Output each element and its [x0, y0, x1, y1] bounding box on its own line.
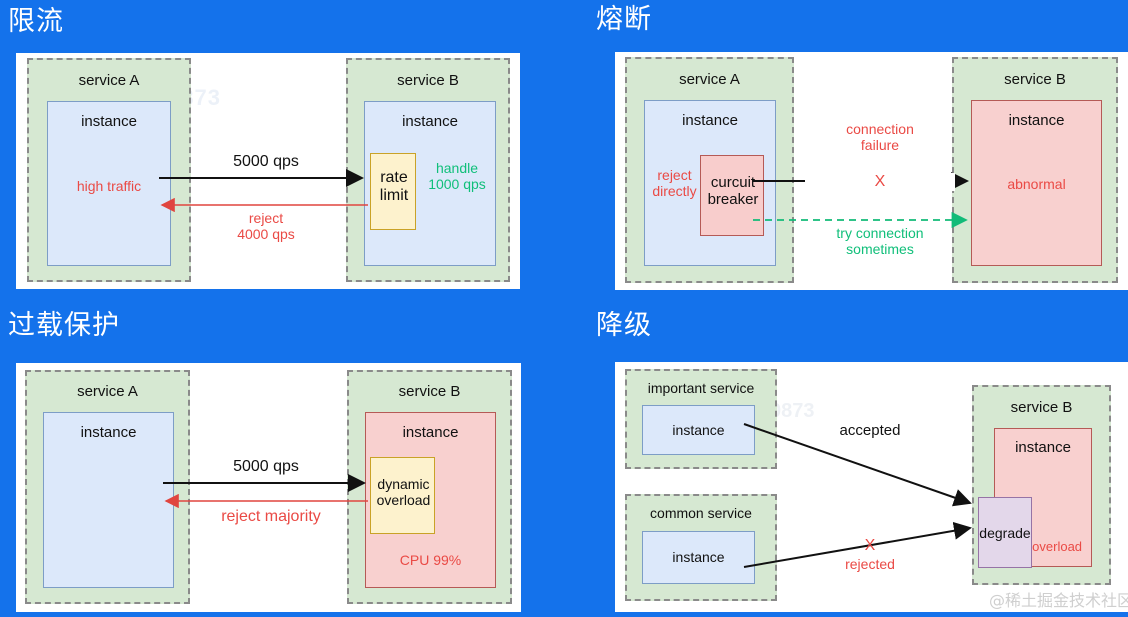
service-a-label: service A	[679, 71, 740, 88]
diagram-panel-circuit-breaking: service A instance reject directly curcu…	[615, 52, 1128, 290]
service-b-label: service B	[398, 383, 461, 400]
try-connection-line2: sometimes	[846, 240, 914, 257]
important-service-container: important service instance	[625, 369, 777, 469]
service-a-container: service A instance reject directly curcu…	[625, 57, 794, 283]
diagram-panel-overload-protection: service A instance service B instance CP…	[16, 363, 521, 612]
degrade-box: degrade	[978, 497, 1032, 568]
reject-line1: reject	[248, 210, 284, 226]
quadrant-circuit-breaking: 熔断 service A instance reject directly cu…	[564, 0, 1128, 300]
service-b-instance-note: abnormal	[1007, 176, 1066, 192]
arrow-label-reject: reject 4000 qps	[186, 210, 346, 242]
common-service-label: common service	[650, 505, 752, 521]
service-b-instance-label: instance	[1008, 112, 1065, 129]
handle-note-line1: handle	[435, 160, 479, 176]
service-a-instance: instance high traffic	[47, 101, 171, 266]
service-b-instance-label: instance	[402, 113, 458, 130]
arrows-overload-protection	[163, 474, 368, 509]
service-b-container: service B instance high overload degrade	[972, 385, 1111, 585]
quadrant-overload-protection: 过载保护 service A instance service B instan…	[0, 300, 564, 617]
circuit-breaker-box: curcuit breaker	[700, 155, 764, 236]
service-b-label: service B	[1004, 71, 1066, 88]
common-service-instance-label: instance	[672, 549, 725, 565]
common-service-instance: instance	[642, 531, 755, 584]
try-connection-label: try connection sometimes	[795, 225, 965, 257]
rate-limit-line2: limit	[379, 186, 409, 204]
service-a-container: service A instance	[25, 370, 190, 604]
diagram-panel-rate-limiting: 0873 service A instance high traffic ser…	[16, 53, 520, 289]
diagram-panel-degradation: 0873 important service instance common s…	[615, 362, 1128, 612]
arrow-label-5000qps: 5000 qps	[233, 153, 299, 170]
quadrant-degradation: 降级 0873 important service instance commo…	[564, 300, 1128, 617]
rejected-x-marker: X	[864, 537, 876, 554]
rate-limit-box: rate limit	[370, 153, 416, 230]
reject-directly-line1: reject	[657, 167, 692, 183]
faint-watermark: 0873	[770, 400, 815, 422]
connection-failure-line2: failure	[860, 136, 900, 153]
handle-note: handle 1000 qps	[421, 160, 493, 192]
site-watermark: @稀土掘金技术社区	[989, 591, 1128, 610]
handle-note-line2: 1000 qps	[428, 175, 486, 192]
service-b-label: service B	[397, 72, 459, 89]
reject-directly-line2: directly	[652, 182, 697, 199]
circuit-breaker-text: curcuit breaker	[701, 174, 765, 209]
reject-line2: 4000 qps	[237, 225, 295, 242]
service-b-instance-label: instance	[402, 424, 459, 441]
service-a-label: service A	[77, 383, 138, 400]
service-a-instance: instance	[43, 412, 174, 588]
dynamic-overload-line1: dynamic	[377, 476, 430, 492]
try-connection-line1: try connection	[836, 225, 924, 241]
service-b-instance: instance abnormal	[971, 100, 1102, 266]
service-a-instance-note: high traffic	[76, 178, 142, 194]
quadrant-title-rate-limiting: 限流	[8, 6, 64, 36]
connection-failure-line1: connection	[846, 121, 914, 137]
service-b-container: service B instance CPU 99% dynamic overl…	[347, 370, 512, 604]
important-service-instance: instance	[642, 405, 755, 455]
arrow-label-reject-majority: reject majority	[221, 508, 321, 525]
connection-failure-label: connection failure	[805, 121, 955, 153]
quadrant-title-circuit-breaking: 熔断	[596, 4, 652, 34]
common-service-container: common service instance	[625, 494, 777, 601]
quadrant-title-degradation: 降级	[596, 310, 652, 340]
arrow-label-accepted: accepted	[839, 422, 901, 439]
dynamic-overload-text: dynamic overload	[371, 476, 436, 508]
circuit-breaker-line2: breaker	[707, 190, 759, 208]
connection-failure-x-marker: X	[805, 173, 955, 191]
service-a-container: service A instance high traffic	[27, 58, 191, 282]
service-a-label: service A	[78, 72, 140, 89]
arrows-rate-limiting	[159, 169, 368, 213]
rate-limit-line1: rate	[380, 169, 408, 186]
service-a-instance-label: instance	[682, 112, 738, 129]
arrow-label-5000qps: 5000 qps	[233, 458, 299, 475]
important-service-label: important service	[647, 380, 755, 396]
important-service-instance-label: instance	[672, 422, 725, 438]
service-b-container: service B instance handle 1000 qps rate …	[346, 58, 510, 282]
rate-limit-text: rate limit	[371, 169, 417, 205]
dynamic-overload-line2: overload	[376, 491, 431, 508]
cpu-usage-note: CPU 99%	[399, 552, 462, 568]
arrows-degradation	[743, 423, 972, 568]
circuit-breaker-line1: curcuit	[710, 174, 756, 191]
service-b-label: service B	[1010, 399, 1073, 416]
dynamic-overload-box: dynamic overload	[370, 457, 435, 534]
quadrant-title-overload-protection: 过载保护	[8, 310, 120, 340]
service-b-container: service B instance abnormal	[952, 57, 1118, 283]
quadrant-rate-limiting: 限流 0873 service A instance high traffic …	[0, 0, 564, 300]
service-a-instance-label: instance	[80, 424, 137, 441]
service-a-instance-label: instance	[81, 113, 137, 130]
reject-directly-note: reject directly	[647, 167, 702, 199]
degrade-label: degrade	[979, 525, 1031, 541]
service-b-instance-label: instance	[1015, 439, 1071, 456]
arrow-label-rejected: rejected	[845, 556, 895, 572]
